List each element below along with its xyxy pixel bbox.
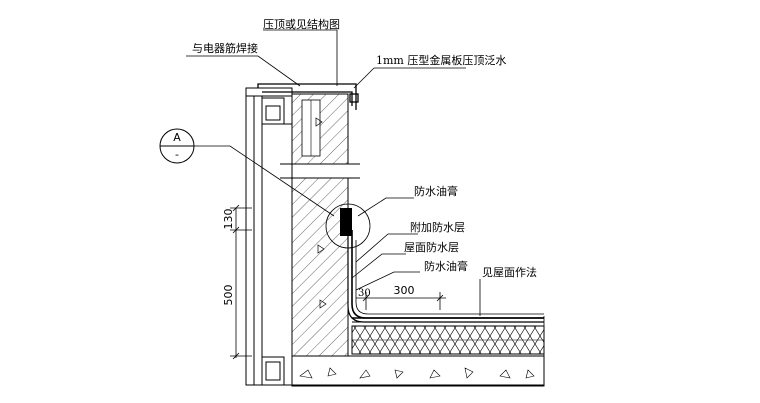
detail-circle <box>325 203 371 249</box>
section-marker-letter: A <box>173 131 181 144</box>
metal-flashing <box>257 83 359 110</box>
dim-upper: 130 <box>222 209 235 230</box>
section-marker-sub: - <box>175 148 179 161</box>
vertical-dimension <box>230 204 252 360</box>
dim-small: 30 <box>358 288 371 299</box>
cladding-frame <box>245 87 293 386</box>
waterproof-upturn <box>340 208 544 323</box>
horizontal-dimension <box>356 292 446 310</box>
leader-lines <box>186 29 481 316</box>
label-flashing: 1mm 压型金属板压顶泛水 <box>376 53 506 67</box>
label-sealant-bottom: 防水油膏 <box>424 259 468 273</box>
dim-lower: 500 <box>222 285 235 306</box>
dim-horizontal: 300 <box>394 284 415 297</box>
section-marker: A - <box>159 128 335 217</box>
label-roof-finish: 见屋面作法 <box>482 265 537 279</box>
label-weld: 与电器筋焊接 <box>192 41 258 55</box>
floor-slab <box>291 355 545 387</box>
label-roof-layer: 屋面防水层 <box>404 240 459 254</box>
label-coping: 压顶或见结构图 <box>263 17 340 31</box>
label-extra-layer: 附加防水层 <box>410 220 465 234</box>
label-sealant-top: 防水油膏 <box>414 184 458 198</box>
